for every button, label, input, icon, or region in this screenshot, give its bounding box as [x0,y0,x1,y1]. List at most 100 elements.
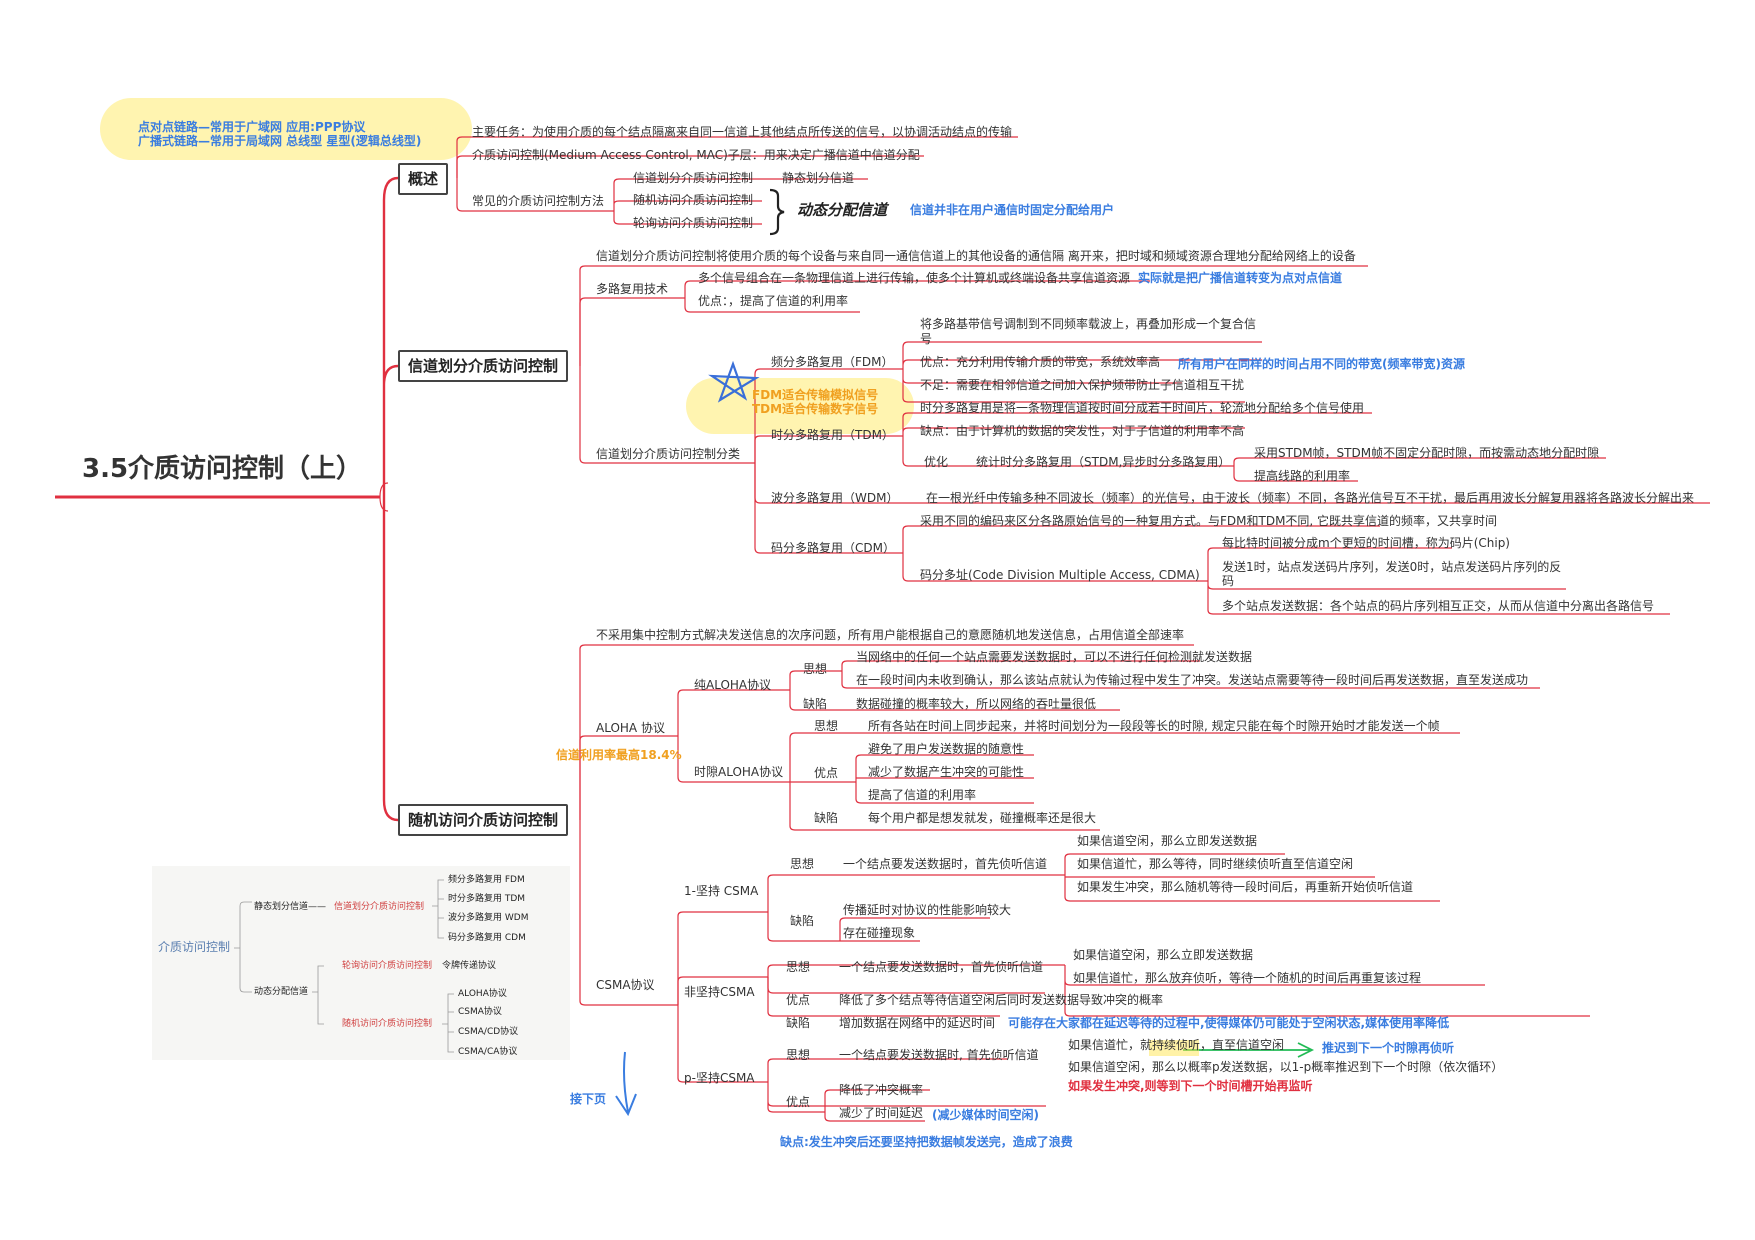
dynamic-brace [769,188,785,236]
slot-desc2: 避免了用户发送数据的随意性 [868,742,1025,756]
pp-desc-e-note: (减少媒体时间空闲) [932,1108,1039,1122]
fdm-label: 频分多路复用（FDM） [771,355,894,369]
wdm-desc: 在一根光纤中传输多种不同波长（频率）的光信号，由于波长（频率）不同，各路光信号互… [926,491,1695,505]
stdm-desc2: 提高线路的利用率 [1254,469,1351,483]
inset-fdm: 频分多路复用 FDM [448,875,525,885]
highlight-overview-notes [100,98,472,160]
pp-desc-b: 如果信道忙，就持续侦听，直至信道空闲 [1068,1038,1285,1052]
cdma-desc1: 每比特时间被分成m个更短的时间槽，称为码片(Chip) [1222,536,1510,550]
node-random-access[interactable]: 随机访问介质访问控制 [398,804,569,836]
cdma-desc2b: 码 [1222,574,1235,588]
pp-desc-b-note: 推迟到下一个时隙再侦听 [1322,1041,1455,1055]
aloha-note: 信道利用率最高18.4% [556,748,682,762]
np-desc-d: 降低了多个结点等待信道空闲后同时发送数据导致冲突的概率 [839,993,1164,1007]
overview-note-broadcast: 广播式链路—常用于局域网 总线型 星型(逻辑总线型) [138,134,422,148]
p1-desc-b: 如果信道空闲，那么立即发送数据 [1077,834,1258,848]
pp-desc-c-note: 如果发生冲突,则等到下一个时间槽开始再监听 [1068,1079,1313,1093]
slot-desc4: 提高了信道的利用率 [868,788,977,802]
tdm-note: TDM适合传输数字信号 [752,402,879,416]
star-doodle-icon [708,360,760,403]
inset-poll: 轮询访问介质访问控制 [342,961,433,971]
next-page-note: 接下页 [570,1092,607,1106]
channel-mux1: 多个信号组合在一条物理信道上进行传输，使多个计算机或终端设备共享信道资源 [698,271,1131,285]
pp-desc-e: 减少了时间延迟 [839,1106,924,1120]
highlight-persist [1149,1040,1199,1056]
inset-cdm: 码分多路复用 CDM [448,933,526,943]
overview-method-random: 随机访问介质访问控制 [633,193,754,207]
inset-summary-diagram: 介质访问控制 静态划分信道—— 信道划分介质访问控制 频分多路复用 FDM 时分… [152,866,570,1060]
fdm-note: FDM适合传输模拟信号 [752,388,879,402]
inset-wdm: 波分多路复用 WDM [448,913,529,923]
np-adv: 优点 [786,993,811,1007]
wdm-label: 波分多路复用（WDM） [771,491,899,505]
tdm-flaw: 缺点：由于计算机的数据的突发性，对于子信道的利用率不高 [920,424,1245,438]
down-arrow-icon [615,1051,637,1117]
inset-static: 静态划分信道—— [254,902,327,912]
trunk [379,482,389,512]
np-label: 非坚持CSMA [684,985,755,999]
pure-idea: 思想 [803,662,828,676]
inset-cd: CSMA/CD协议 [458,1027,519,1037]
pure-desc2: 在一段时间内未收到确认，那么该站点就认为传输过程中发生了冲突。发送站点需要等待一… [856,673,1529,687]
slot-adv: 优点 [814,766,839,780]
random-desc: 不采用集中控制方式解决发送信息的次序问题，所有用户能根据自己的意愿随机地发送信息… [596,628,1185,642]
np-desc-a: 一个结点要发送数据时，首先侦听信道 [839,960,1044,974]
p1-label: 1-坚持 CSMA [684,884,759,898]
np-desc-c: 如果信道忙，那么放弃侦听，等待一个随机的时间后再重复该过程 [1073,971,1422,985]
p1-flaw: 缺陷 [790,914,815,928]
pp-desc-d: 降低了冲突概率 [839,1083,924,1097]
overview-mac: 介质访问控制(Medium Access Control, MAC)子层：用来决… [472,148,920,162]
stdm-desc1: 采用STDM帧，STDM帧不固定分配时隙，而按需动态地分配时隙 [1254,446,1600,460]
p1-desc-d: 如果发生冲突，那么随机等待一段时间后，再重新开始侦听信道 [1077,880,1414,894]
slot-idea: 思想 [814,719,839,733]
overview-method-polling: 轮询访问介质访问控制 [633,216,754,230]
pp-label: p-坚持CSMA [684,1071,755,1085]
inset-tdm: 时分多路复用 TDM [448,894,526,904]
aloha-label: ALOHA 协议 [596,721,665,735]
overview-dynamic: 动态分配信道 [797,201,888,219]
inset-rand: 随机访问介质访问控制 [342,1019,433,1029]
pure-desc1: 当网络中的任何一个站点需要发送数据时，可以不进行任何检测就发送数据 [856,650,1253,664]
cdma-desc3: 多个站点发送数据：各个站点的码片序列相互正交，从而从信道中分离出各路信号 [1222,599,1655,613]
green-arrow-icon [1183,1042,1315,1058]
p1-desc-f: 存在碰撞现象 [843,926,916,940]
fdm-desc-a: 将多路基带信号调制到不同频率载波上，再叠加形成一个复合信 [920,317,1257,331]
np-desc-b: 如果信道空闲，那么立即发送数据 [1073,948,1254,962]
slot-aloha-label: 时隙ALOHA协议 [694,765,784,779]
overview-static: 静态划分信道 [782,171,855,185]
fdm-adv: 优点：充分利用传输介质的带宽，系统效率高 [920,355,1161,369]
slot-desc1: 所有各站在时间上同步起来，并将时间划分为一段段等长的时隙, 规定只能在每个时隙开… [868,719,1440,733]
fdm-flaw: 不足：需要在相邻信道之间加入保护频带防止子信道相互干扰 [920,378,1245,392]
inset-aloha: ALOHA协议 [458,989,507,999]
tdm-label: 时分多路复用（TDM） [771,428,894,442]
pure-flaw: 缺陷 [803,697,828,711]
cdm-desc: 采用不同的编码来区分各路原始信号的一种复用方式。与FDM和TDM不同, 它既共享… [920,514,1498,528]
channel-mux: 多路复用技术 [596,282,669,296]
slot-flaw: 缺陷 [814,811,839,825]
tdm-opt: 优化 [924,455,949,469]
p1-desc-c: 如果信道忙，那么等待，同时继续侦听直至信道空闲 [1077,857,1354,871]
inset-csma: CSMA协议 [458,1007,502,1017]
channel-desc: 信道划分介质访问控制将使用介质的每个设备与来自同一通信信道上的其他设备的通信隔 … [596,249,1356,263]
inset-ca: CSMA/CA协议 [458,1047,518,1057]
fdm-desc-b: 号 [920,332,933,346]
node-channel-partition[interactable]: 信道划分介质访问控制 [398,350,569,382]
fdm-adv-note: 所有用户在同样的时间占用不同的带宽(频率带宽)资源 [1178,357,1465,371]
pp-adv: 优点 [786,1095,811,1109]
pp-desc-a: 一个结点要发送数据时, 首先侦听信道 [839,1048,1039,1062]
channel-classify: 信道划分介质访问控制分类 [596,447,741,461]
overview-methods: 常见的介质访问控制方法 [472,194,605,208]
node-overview[interactable]: 概述 [398,163,449,195]
overview-method-channel: 信道划分介质访问控制 [633,171,754,185]
pure-desc3: 数据碰撞的概率较大，所以网络的吞吐量很低 [856,697,1097,711]
slot-desc5: 每个用户都是想发就发，碰撞概率还是很大 [868,811,1097,825]
inset-token: 令牌传递协议 [442,961,497,971]
cdma-desc2a: 发送1时，站点发送码片序列，发送0时，站点发送码片序列的反 [1222,560,1562,574]
p1-desc-a: 一个结点要发送数据时，首先侦听信道 [843,857,1048,871]
p1-desc-e: 传播延时对协议的性能影响较大 [843,903,1012,917]
channel-mux1-note: 实际就是把广播信道转变为点对点信道 [1138,271,1343,285]
overview-dynamic-note: 信道并非在用户通信时固定分配给用户 [910,203,1115,217]
p1-idea: 思想 [790,857,815,871]
stdm-label: 统计时分多路复用（STDM,异步时分多路复用） [976,455,1231,469]
